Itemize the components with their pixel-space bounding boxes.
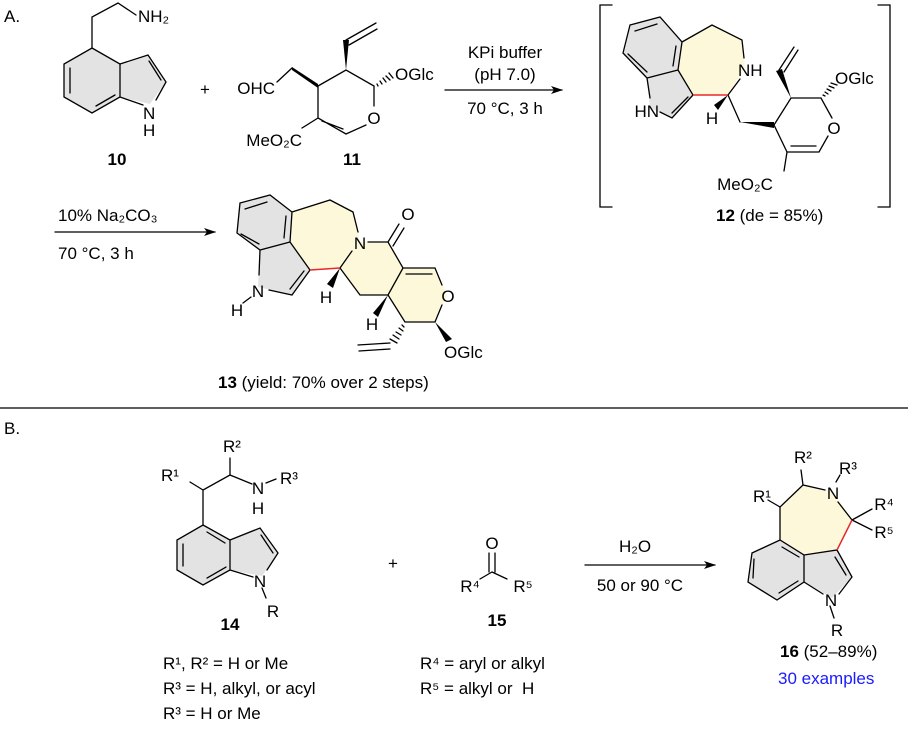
substituent-definition: R³ = H or Me — [163, 704, 261, 723]
ohc-label: OHC — [237, 79, 275, 98]
compound-16: R¹ R² N R³ R⁴ R⁵ N R 16 (52–89%) 30 exam… — [747, 448, 894, 688]
r5-label: R⁵ — [513, 577, 532, 596]
h-label: H — [366, 315, 378, 334]
examples-count: 30 examples — [778, 669, 874, 688]
n-label: N — [354, 234, 366, 253]
oglc-label: OGlc — [395, 65, 434, 84]
indole-n-label: N — [825, 591, 837, 610]
condition-text: KPi buffer — [468, 43, 543, 62]
ring-n-label: N — [827, 484, 839, 503]
hn-label: HN — [634, 102, 659, 121]
nh2-label: NH₂ — [138, 7, 169, 26]
ring-o-label: O — [367, 109, 380, 128]
substituent-definition: R⁵ = alkyl or H — [420, 679, 534, 698]
ring-o-label: O — [827, 119, 840, 138]
amine-n-label: N — [252, 479, 264, 498]
r1-label: R¹ — [753, 487, 771, 506]
brackets — [599, 4, 891, 208]
conditions-15: R⁴ = aryl or alkyl R⁵ = alkyl or H — [420, 654, 545, 698]
oglc-label: OGlc — [835, 69, 874, 88]
compound-caption-13: 13 (yield: 70% over 2 steps) — [218, 373, 429, 392]
conditions-14: R¹, R² = H or Me R³ = H, alkyl, or acyl … — [163, 654, 316, 723]
n-label: N — [143, 104, 155, 123]
substituent-definition: R⁴ = aryl or alkyl — [420, 654, 545, 673]
compound-10: NH₂ N H 10 — [63, 2, 169, 169]
r-label: R — [831, 621, 843, 640]
r2-label: R² — [223, 437, 241, 456]
nh-h-label: H — [231, 301, 243, 320]
compound-number-15: 15 — [488, 611, 507, 630]
compound-14: R¹ R² N H R³ N R 14 — [161, 437, 298, 634]
reaction-arrow-2: 10% Na₂CO₃ 70 °C, 3 h — [54, 206, 216, 263]
ester-label: MeO₂C — [717, 175, 773, 194]
oglc-label: OGlc — [444, 343, 483, 362]
r2-label: R² — [794, 448, 812, 467]
o-label: O — [485, 534, 498, 553]
ester-label: MeO₂C — [246, 131, 302, 150]
substituent-definition: R¹, R² = H or Me — [163, 654, 288, 673]
h-label: H — [706, 109, 718, 128]
compound-caption-16: 16 (52–89%) — [780, 642, 877, 661]
indole-n-label: N — [252, 282, 264, 301]
r3-label: R³ — [280, 469, 298, 488]
indole-n-label: N — [254, 572, 266, 591]
condition-text: 50 or 90 °C — [597, 576, 683, 595]
compound-15: O R⁴ R⁵ 15 — [460, 534, 532, 630]
reaction-arrow-3: H₂O 50 or 90 °C — [584, 537, 716, 595]
reaction-arrow-1: KPi buffer (pH 7.0) 70 °C, 3 h — [444, 43, 563, 118]
r-label: R — [267, 602, 279, 621]
condition-text: (pH 7.0) — [474, 65, 535, 84]
condition-text: H₂O — [619, 537, 651, 556]
condition-text: 70 °C, 3 h — [58, 244, 134, 263]
amine-h-label: H — [252, 499, 264, 518]
r4-label: R⁴ — [460, 577, 480, 596]
substituent-definition: R³ = H, alkyl, or acyl — [163, 679, 316, 698]
h-label: H — [320, 288, 332, 307]
compound-number-10: 10 — [108, 150, 127, 169]
carbonyl-o-label: O — [401, 205, 414, 224]
compound-11: OHC MeO₂C O OGlc 11 — [237, 22, 434, 169]
compound-number-11: 11 — [343, 150, 361, 169]
h-label: H — [143, 121, 155, 140]
compound-13: N N H H H O O OGlc 13 (yield: 70% over 2… — [218, 194, 483, 392]
ring-o-label: O — [441, 287, 454, 306]
compound-caption-12: 12 (de = 85%) — [716, 206, 823, 225]
r1-label: R¹ — [161, 466, 179, 485]
r5-label: R⁵ — [874, 523, 893, 542]
r4-label: R⁴ — [874, 495, 894, 514]
r3-label: R³ — [839, 459, 857, 478]
condition-text: 70 °C, 3 h — [467, 99, 543, 118]
plus-sign: + — [388, 554, 398, 573]
compound-number-14: 14 — [221, 615, 240, 634]
plus-sign: + — [200, 80, 210, 99]
part-b-label: B. — [4, 419, 20, 438]
nh-label: NH — [738, 61, 763, 80]
condition-text: 10% Na₂CO₃ — [58, 206, 158, 225]
compound-12: HN NH H O OGlc MeO₂C 12 (de = 85%) — [599, 4, 891, 225]
part-a-label: A. — [4, 7, 20, 26]
